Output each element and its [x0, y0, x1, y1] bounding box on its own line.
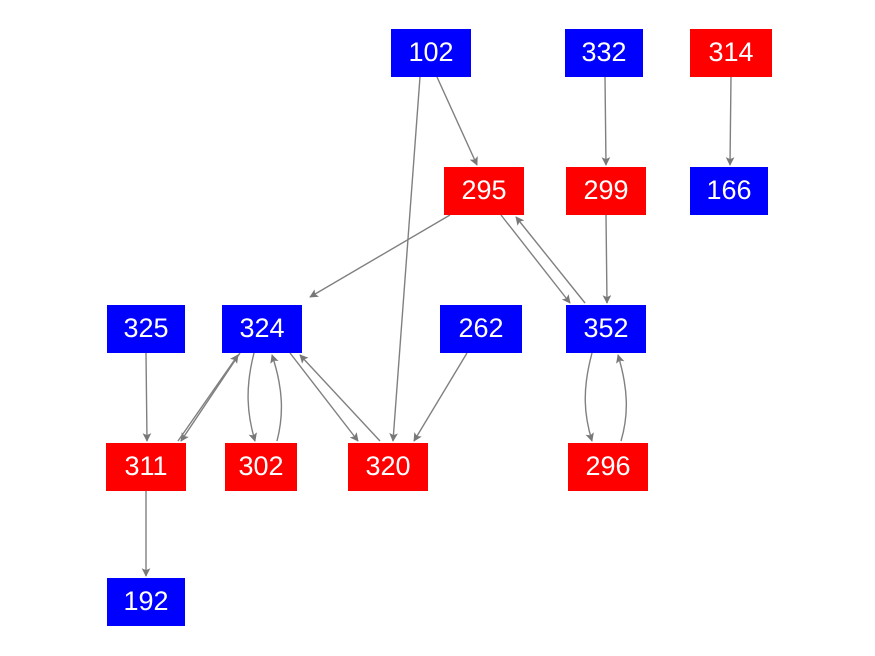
- node-label: 192: [123, 585, 169, 616]
- edge-295-to-324: [309, 214, 451, 298]
- edge-324-to-320: [289, 352, 359, 442]
- edge-314-to-166: [725, 76, 735, 166]
- graph-node-302[interactable]: 302: [225, 443, 297, 491]
- edge-262-to-320: [413, 352, 468, 442]
- edges-group: [141, 76, 735, 577]
- node-label: 311: [124, 450, 168, 481]
- graph-node-166[interactable]: 166: [690, 167, 768, 215]
- node-label: 314: [708, 36, 754, 67]
- node-label: 262: [458, 312, 504, 343]
- graph-node-102[interactable]: 102: [391, 29, 471, 77]
- graph-node-295[interactable]: 295: [444, 167, 524, 215]
- edge-324-to-302: [247, 352, 257, 442]
- graph-node-192[interactable]: 192: [107, 578, 185, 626]
- edge-295-to-352: [500, 214, 571, 304]
- edge-352-to-295: [515, 216, 586, 304]
- graph-node-296[interactable]: 296: [568, 443, 648, 491]
- graph-node-352[interactable]: 352: [566, 305, 646, 353]
- edge-299-to-352: [602, 214, 612, 304]
- node-label: 302: [238, 450, 284, 481]
- node-label: 352: [583, 312, 629, 343]
- node-label: 166: [706, 174, 752, 205]
- edge-311-to-324: [177, 354, 239, 442]
- graph-node-311[interactable]: 311: [106, 443, 186, 491]
- node-label: 296: [585, 450, 631, 481]
- edge-324-to-311: [180, 352, 241, 442]
- edge-296-to-352: [616, 354, 627, 442]
- node-label: 299: [583, 174, 629, 205]
- edge-102-to-295: [436, 76, 478, 166]
- node-label: 325: [123, 312, 169, 343]
- node-label: 332: [581, 36, 627, 67]
- graph-node-320[interactable]: 320: [348, 443, 428, 491]
- node-label: 102: [408, 36, 454, 67]
- edge-332-to-299: [601, 76, 611, 166]
- edge-320-to-324: [299, 354, 381, 442]
- edge-302-to-324: [270, 354, 283, 442]
- graph-node-324[interactable]: 324: [222, 305, 302, 353]
- node-label: 324: [239, 312, 285, 343]
- graph-node-262[interactable]: 262: [440, 305, 522, 353]
- edge-102-to-320: [389, 76, 421, 442]
- node-label: 295: [461, 174, 507, 205]
- edge-352-to-296: [584, 352, 594, 442]
- graph-node-299[interactable]: 299: [566, 167, 646, 215]
- edge-325-to-311: [142, 352, 152, 442]
- graph-node-325[interactable]: 325: [107, 305, 185, 353]
- graph-node-332[interactable]: 332: [565, 29, 643, 77]
- graph-node-314[interactable]: 314: [690, 29, 772, 77]
- node-label: 320: [365, 450, 411, 481]
